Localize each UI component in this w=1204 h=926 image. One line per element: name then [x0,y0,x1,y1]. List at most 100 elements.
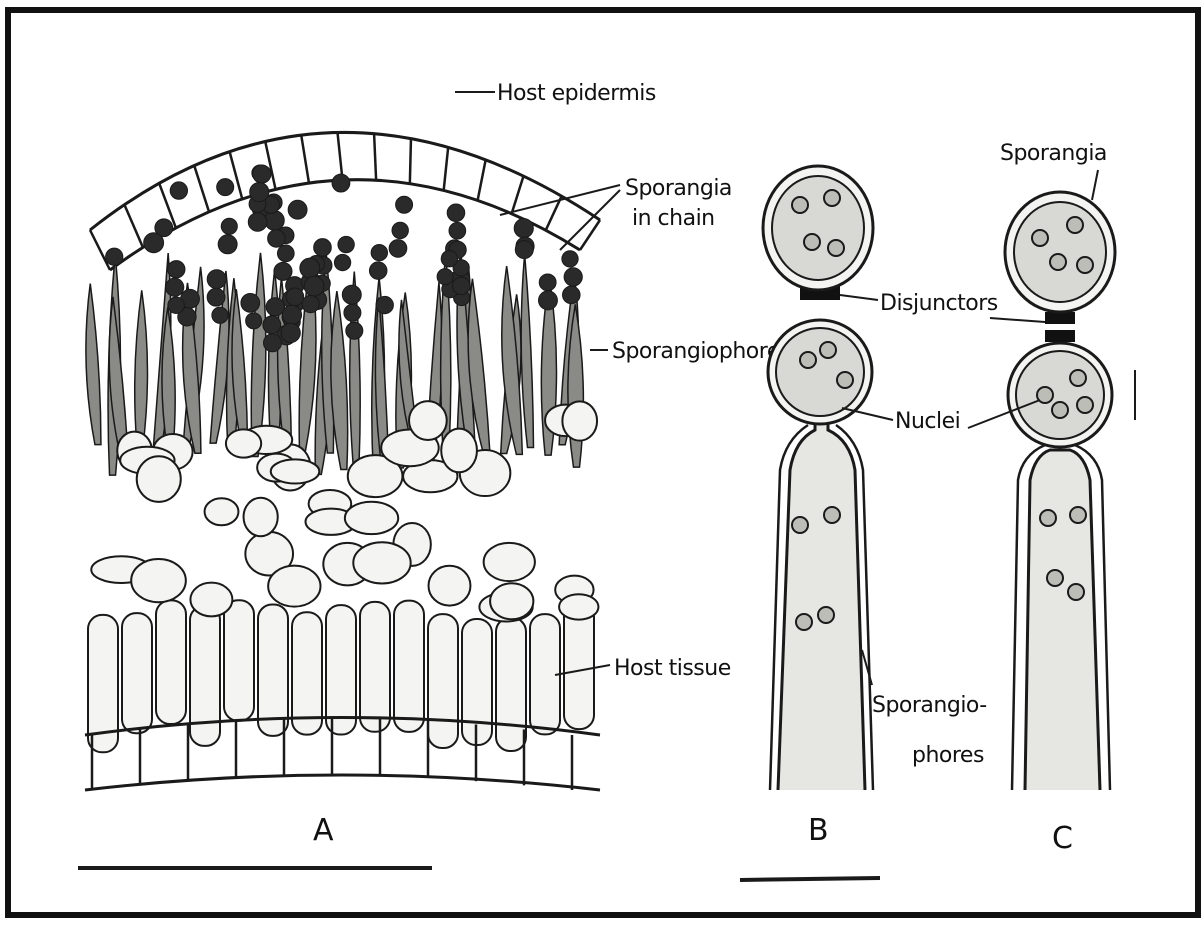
epidermis-cell-wall [410,139,411,184]
host-tissue-cell-round [268,566,320,607]
sporangium-dot [441,251,457,267]
sporangium-dot [212,307,228,323]
nucleus [1070,507,1086,523]
sporangiophore-c-body [1025,450,1100,790]
sporangiophore-club [86,284,101,445]
sporangium-dot [449,222,466,239]
sporangium-dot [264,334,282,352]
host-tissue-cell [156,600,186,724]
epidermis-cell-wall [338,133,343,181]
sporangium-dot [344,304,361,321]
host-tissue-cell-round [205,498,239,525]
host-tissue-cell-round [244,498,278,536]
host-tissue-cell [428,614,458,748]
host-tissue-cell [360,602,390,732]
sporangium-b-upper [772,176,864,280]
epidermis-cell-wall [512,176,524,214]
host-tissue-cell-round [559,594,598,619]
sporangium-dot [389,240,407,258]
sporangium-dot [263,316,281,334]
panel-label-b: B [808,813,829,848]
host-tissue-cell-round [353,542,410,583]
label-sporangia-c: Sporangia [1000,141,1107,166]
nucleus [1050,254,1066,270]
host-tissue-cell [258,605,288,736]
host-tissue-cell-round [226,429,261,457]
sporangium-dot [453,277,470,294]
sporangium-dot [332,174,350,192]
panel-c-sporangiophore: C [1005,192,1115,856]
nucleus [824,190,840,206]
nucleus [1032,230,1048,246]
nucleus [792,517,808,533]
leader-disjunctors-b [840,295,878,300]
epidermis-cell-wall [478,160,486,201]
sporangium-dot [304,276,324,296]
sporangium-dot [265,211,285,231]
nucleus [1052,402,1068,418]
host-tissue-cell-round [345,502,398,534]
host-tissue-cell [190,606,220,746]
host-tissue-cell [394,601,424,732]
epidermis-cell-wall [124,205,142,248]
sporangium-c-lower [1016,351,1104,439]
sporangiophore-b-body [778,420,865,790]
epidermis-cell-wall [374,134,376,181]
host-tissue-cell-round [484,543,535,581]
label-disjunctors: Disjunctors [880,291,998,316]
sporangium-dot [338,236,354,252]
sporangium-dot [563,286,581,304]
sporangium-dot [221,218,237,234]
sporangium-dot [281,323,300,342]
host-tissue-cell [224,600,254,720]
disjunctor-c-lower [1045,330,1075,342]
sporangium-dot [218,235,237,254]
sporangium-dot [539,274,556,291]
nucleus [1070,370,1086,386]
host-tissue-cell-round [137,456,181,502]
sporangiophore-club [135,290,148,446]
sporangium-dot [207,270,226,289]
sporangium-dot [514,219,533,238]
nucleus [1077,397,1093,413]
epidermis-cell-wall [444,147,448,190]
label-sporangiophores-line2: phores [912,743,984,768]
sporangium-dot [274,262,292,280]
sporangium-dot [286,288,304,306]
leader-sporangia-c [1092,170,1098,200]
nucleus [837,372,853,388]
label-sporangiophores-line1: Sporangio- [872,693,987,718]
nucleus [1047,570,1063,586]
label-host-epidermis: Host epidermis [497,81,656,106]
host-tissue-cell-round [562,401,597,440]
host-tissue-cell [496,618,526,751]
host-tissue-cell-round [131,559,186,602]
sporangium-dot [241,293,260,312]
host-tissue-cell-round [490,583,533,619]
sporangium-dot [207,288,225,306]
sporangium-c-upper [1014,202,1106,302]
sporangium-dot [248,213,267,232]
sporangium-dot [166,278,184,296]
host-tissue-cell-round [441,429,477,473]
nucleus [1068,584,1084,600]
nucleus [1040,510,1056,526]
nucleus [796,614,812,630]
sporangium-dot [170,182,187,199]
host-tissue-cell [326,605,356,734]
sporangium-dot [288,200,307,219]
sporangium-dot [371,244,387,260]
host-tissue-cell-round [271,459,320,483]
sporangium-dot [539,291,558,310]
nucleus [1067,217,1083,233]
sporangium-dot [246,313,262,329]
sporangiophore-club [521,254,533,447]
sporangium-dot [106,248,123,265]
sporangium-dot [562,251,578,267]
sporangium-dot [250,182,269,201]
panel-label-c: C [1052,821,1073,856]
host-tissue-cell-round [190,583,232,617]
sporangium-dot [253,165,271,183]
sporangium-dot [515,241,533,259]
